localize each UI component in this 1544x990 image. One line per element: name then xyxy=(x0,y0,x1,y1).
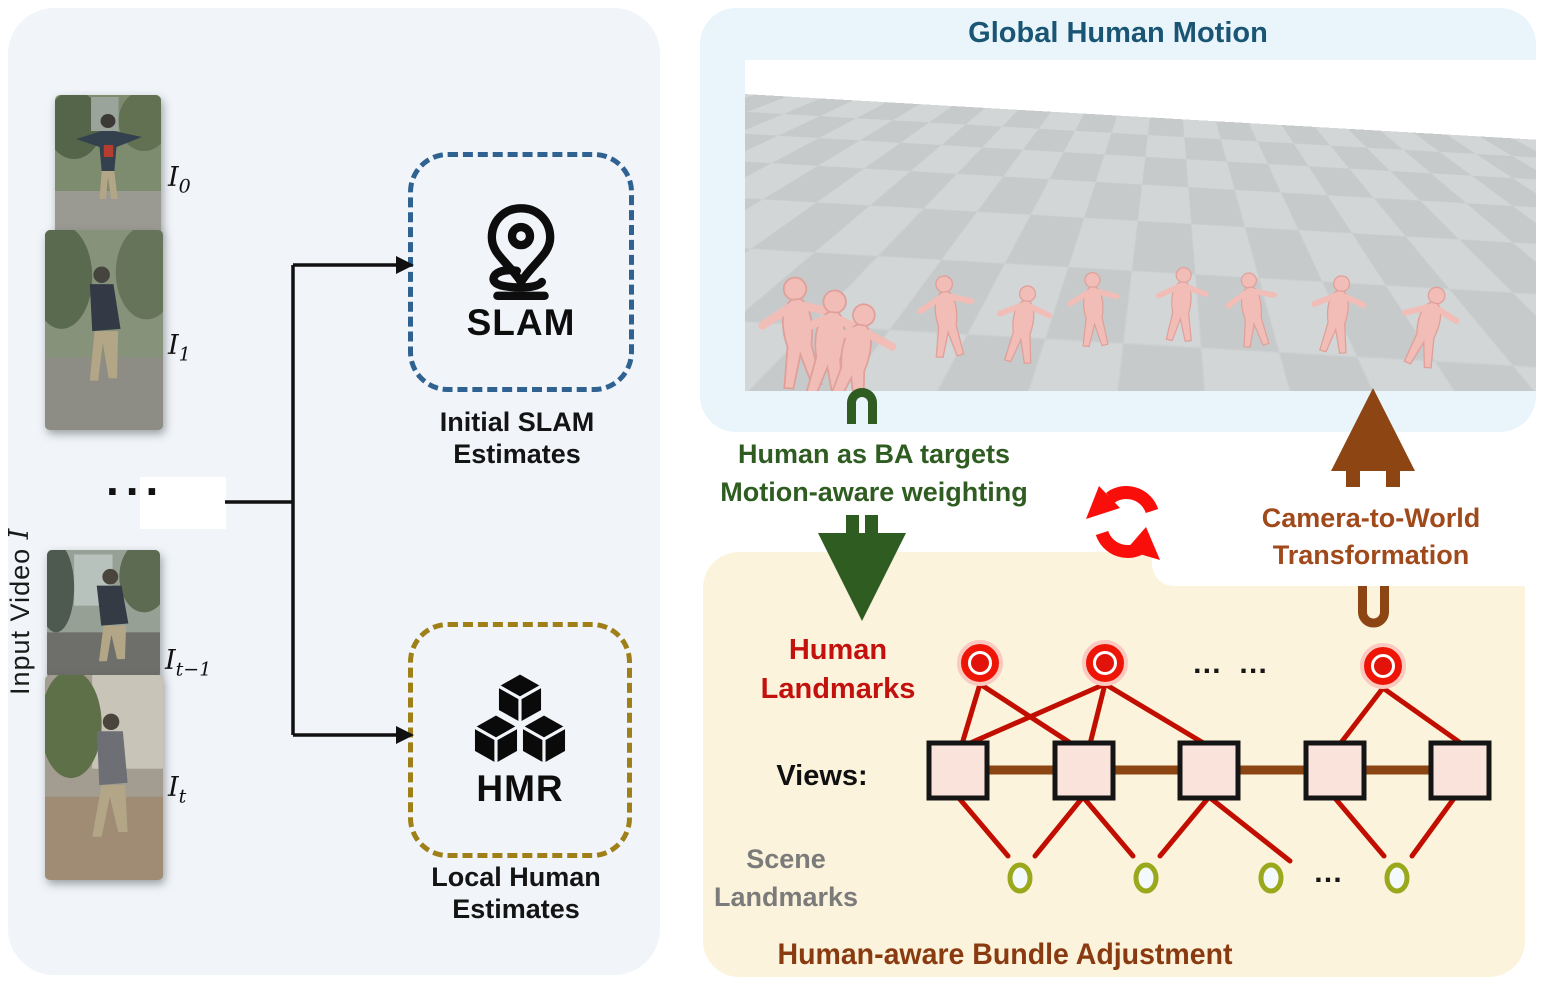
video-frame-t-1 xyxy=(47,550,160,678)
scene-landmarks-ellipsis: … xyxy=(1313,856,1347,889)
slam-label: SLAM xyxy=(466,302,576,343)
human-mesh-figures xyxy=(745,60,1536,391)
slam-caption: Initial SLAM Estimates xyxy=(439,407,595,469)
frame-label-1: I1 xyxy=(168,330,191,366)
input-video-text: Input Video xyxy=(5,539,35,695)
video-frame-t xyxy=(45,675,163,880)
frame-label-0: I0 xyxy=(168,162,191,198)
hmr-label: HMR xyxy=(476,768,564,809)
input-video-math-symbol: I xyxy=(4,527,35,540)
slam-module-box: SLAM xyxy=(408,152,634,392)
frame-label-t-1: It−1 xyxy=(165,645,212,681)
motion-scene xyxy=(745,60,1536,391)
human-landmarks-ellipsis: … … xyxy=(1191,647,1273,680)
frame-label-t: It xyxy=(168,772,187,808)
hmr-module-box: HMR xyxy=(408,622,632,858)
green-arrow-prong xyxy=(865,515,878,533)
human-landmarks-label: Human Landmarks xyxy=(760,634,916,705)
cycle-refresh-icon xyxy=(1086,485,1160,560)
map-pin-icon xyxy=(487,204,555,300)
global-human-motion-title: Global Human Motion xyxy=(968,17,1268,49)
input-video-axis-label: Input Video I xyxy=(4,295,36,695)
frames-gap xyxy=(140,477,226,529)
video-frame-0 xyxy=(55,95,161,235)
video-frame-1 xyxy=(45,230,163,430)
bundle-adjustment-title: Human-aware Bundle Adjustment xyxy=(777,938,1233,971)
green-loop-caption: Human as BA targets Motion-aware weighti… xyxy=(720,439,1028,507)
green-arrow-prong xyxy=(846,515,859,533)
views-label: Views: xyxy=(776,760,868,792)
camera-to-world-caption: Camera-to-World Transformation xyxy=(1261,503,1481,570)
frames-ellipsis: ... xyxy=(106,453,166,505)
hmr-caption: Local Human Estimates xyxy=(431,862,601,924)
cubes-icon xyxy=(471,671,569,766)
scene-landmarks-label: Scene Landmarks xyxy=(713,844,859,912)
